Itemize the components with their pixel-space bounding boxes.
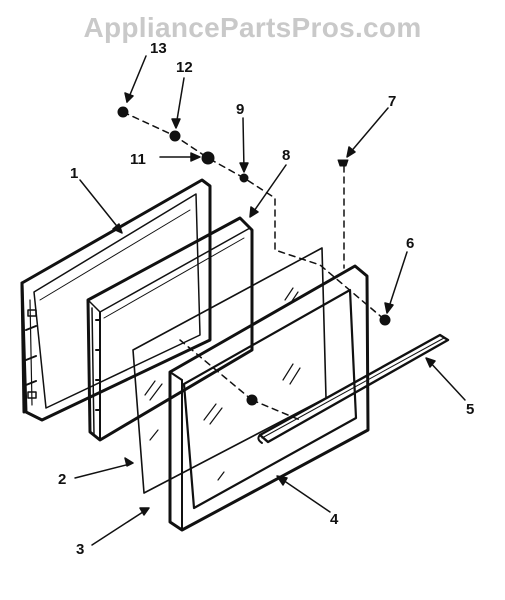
leader-lines (74, 55, 466, 546)
callout-3: 3 (76, 541, 84, 558)
callout-labels: 13 12 11 9 8 7 6 1 2 3 4 5 (58, 40, 474, 558)
assembly-dashed-lines (122, 111, 386, 421)
part-1-door-liner (20, 178, 212, 422)
callout-7: 7 (388, 93, 396, 110)
part-5-handle (257, 333, 450, 444)
callout-4: 4 (330, 511, 339, 528)
callout-6: 6 (406, 235, 414, 252)
part-7-screw (337, 159, 349, 167)
callout-12: 12 (176, 59, 193, 76)
watermark-text: AppliancePartsPros.com (83, 12, 422, 43)
part-8-inner-panel (86, 216, 254, 442)
part-11-spacer (201, 151, 215, 165)
callout-2: 2 (58, 471, 66, 488)
callout-9: 9 (236, 101, 244, 118)
callout-8: 8 (282, 147, 290, 164)
callout-13: 13 (150, 40, 167, 57)
callout-5: 5 (466, 401, 474, 418)
callout-1: 1 (70, 165, 78, 182)
callout-11: 11 (130, 151, 146, 168)
part-4-door-frame (168, 264, 370, 532)
